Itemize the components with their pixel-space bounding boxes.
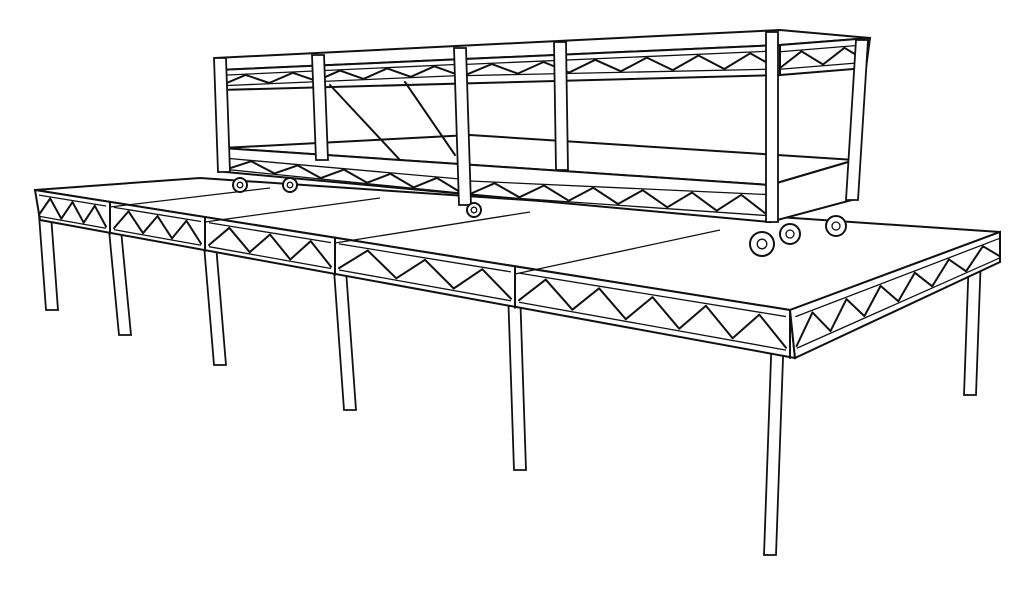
shelf-truss-right-chord xyxy=(469,180,767,196)
caster-wheel xyxy=(282,177,298,193)
front-truss-segment-chord xyxy=(338,269,512,302)
caster-wheels xyxy=(232,177,847,257)
top-side-truss xyxy=(779,46,867,69)
front-truss-segment-chord xyxy=(518,272,787,318)
front-truss-segment-chord xyxy=(38,194,107,207)
caster-hub xyxy=(236,181,244,189)
deck-seam xyxy=(334,211,531,244)
top-truss-left-chord xyxy=(221,63,459,76)
upper-post xyxy=(765,31,779,223)
top-side-truss-chord xyxy=(779,61,867,70)
upper-post xyxy=(845,39,869,201)
deck-seam xyxy=(514,229,721,275)
front-truss-segment-chord xyxy=(518,301,787,351)
top-truss-left-chord xyxy=(221,74,459,87)
top-truss-right-chord xyxy=(465,50,777,66)
side-truss-segment xyxy=(795,245,1001,347)
leg xyxy=(38,214,59,311)
side-truss-segment-chord xyxy=(796,257,1001,349)
upper-post xyxy=(553,41,569,171)
front-truss-segment-chord xyxy=(113,229,202,246)
caster-wheel xyxy=(466,202,482,218)
caster-wheel xyxy=(749,231,775,257)
front-truss-segment xyxy=(113,210,202,245)
shelf-truss-left-chord xyxy=(227,168,461,194)
front-truss-segment xyxy=(518,278,787,349)
upper-posts xyxy=(213,31,869,223)
caster-hub xyxy=(785,229,795,239)
shelf-truss-left-chord xyxy=(227,157,461,180)
shelf-truss-right-chord xyxy=(469,194,767,217)
shelf-truss-right xyxy=(469,182,767,215)
front-truss-segment xyxy=(38,197,107,228)
lower-platform xyxy=(33,176,1001,360)
top-truss-right xyxy=(465,52,777,76)
front-truss-segment-chord xyxy=(208,246,332,270)
side-truss-segment-chord xyxy=(795,237,1001,318)
caster-wheel xyxy=(825,215,847,237)
caster-hub xyxy=(756,238,768,250)
top-truss-left xyxy=(221,65,459,86)
front-truss-segment-chord xyxy=(113,206,202,223)
lower-truss-bracing xyxy=(38,194,1001,359)
caster-hub xyxy=(470,206,478,214)
upper-post xyxy=(311,54,329,161)
leg xyxy=(507,289,527,471)
leg xyxy=(108,229,132,336)
front-truss-segment xyxy=(338,249,512,300)
upper-post xyxy=(213,57,231,173)
leg xyxy=(763,329,785,556)
leg xyxy=(333,269,357,411)
diagonal-brace xyxy=(329,84,401,161)
upper-truss-bracing xyxy=(221,44,867,217)
leg xyxy=(203,244,227,366)
shelf-truss-left xyxy=(227,160,461,193)
upper-rolling-platform xyxy=(213,28,872,257)
front-truss-segment xyxy=(208,226,332,268)
caster-wheel xyxy=(232,177,248,193)
caster-hub xyxy=(286,181,294,189)
top-side-truss-chord xyxy=(779,44,867,53)
caster-wheel xyxy=(779,223,801,245)
diagonal-brace xyxy=(404,81,456,156)
deck-seam xyxy=(204,197,381,223)
top-truss-right-chord xyxy=(465,68,777,77)
caster-hub xyxy=(831,221,841,231)
front-truss-segment-chord xyxy=(38,215,107,229)
front-truss-segment-chord xyxy=(208,222,332,244)
front-truss-segment-chord xyxy=(338,243,512,273)
